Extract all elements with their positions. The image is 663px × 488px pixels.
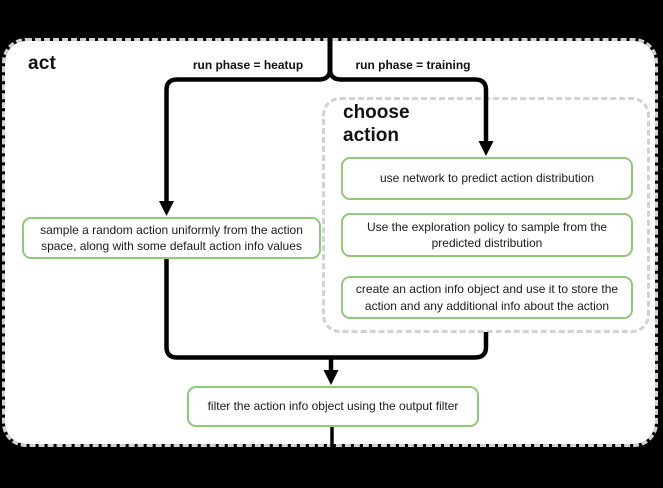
node-use-network: use network to predict action distributi… (341, 157, 633, 200)
edge-label-heatup: run phase = heatup (192, 58, 304, 72)
act-group-title: act (28, 53, 57, 74)
node-filter-output: filter the action info object using the … (187, 386, 479, 427)
node-sample-random-action: sample a random action uniformly from th… (22, 217, 321, 259)
choose-action-group-title: choose action (343, 102, 410, 146)
edge-label-training: run phase = training (355, 58, 471, 72)
node-exploration-policy: Use the exploration policy to sample fro… (341, 213, 633, 257)
node-create-action-info: create an action info object and use it … (341, 276, 633, 319)
